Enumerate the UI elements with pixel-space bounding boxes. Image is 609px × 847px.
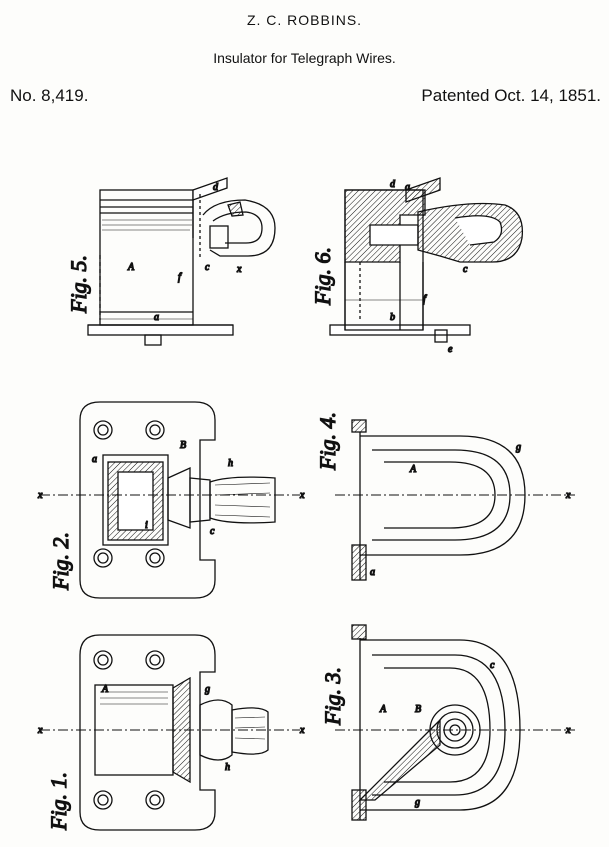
fig3-ref-x: x <box>565 725 571 736</box>
figure-2-drawing <box>40 402 300 598</box>
figure-4-label: Fig. 4. <box>315 412 340 471</box>
figure-6-drawing <box>330 178 522 342</box>
figure-5-label: Fig. 5. <box>66 255 91 314</box>
fig2-ref-c: c <box>210 526 215 537</box>
figure-1-label: Fig. 1. <box>46 772 71 831</box>
ref-letter-c: c <box>205 262 210 273</box>
fig1-ref-A: A <box>101 684 109 695</box>
fig3-ref-g: g <box>415 797 420 808</box>
fig4-ref-g: g <box>516 442 521 453</box>
fig6-ref-d: d <box>390 179 396 190</box>
fig6-ref-a: a <box>405 182 410 193</box>
figure-5-drawing <box>88 178 275 345</box>
fig4-ref-a: a <box>370 567 375 578</box>
figure-3-drawing <box>335 625 575 820</box>
fig1-ref-x-right: x <box>299 725 305 736</box>
fig1-ref-h: h <box>225 762 230 773</box>
ref-letter-a: a <box>154 312 159 323</box>
ref-letter-x: x <box>236 264 242 275</box>
fig6-ref-e: e <box>448 344 453 355</box>
fig3-ref-A: A <box>379 704 387 715</box>
fig3-ref-c: c <box>490 660 495 671</box>
figure-1-drawing <box>40 635 300 830</box>
fig1-ref-g: g <box>205 684 210 695</box>
figure-3-label: Fig. 3. <box>320 667 345 726</box>
fig3-ref-B: B <box>415 704 421 715</box>
fig4-ref-A: A <box>409 464 417 475</box>
figure-2-label: Fig. 2. <box>48 532 73 591</box>
fig2-ref-h: h <box>228 458 233 469</box>
fig4-ref-x: x <box>565 490 571 501</box>
fig2-ref-x-left: x <box>37 490 43 501</box>
fig2-ref-i: i <box>145 520 148 531</box>
fig2-ref-a: a <box>92 454 97 465</box>
figure-4-drawing <box>335 420 575 580</box>
figure-6-label: Fig. 6. <box>310 247 335 306</box>
fig6-ref-c: c <box>463 264 468 275</box>
fig2-ref-B: B <box>180 440 186 451</box>
fig2-ref-x-right: x <box>299 490 305 501</box>
fig6-ref-b: b <box>390 312 395 323</box>
fig6-ref-f: f <box>423 294 427 305</box>
fig1-ref-x-left: x <box>37 725 43 736</box>
ref-letter-f: f <box>178 272 182 283</box>
ref-letter-A: A <box>127 262 135 273</box>
